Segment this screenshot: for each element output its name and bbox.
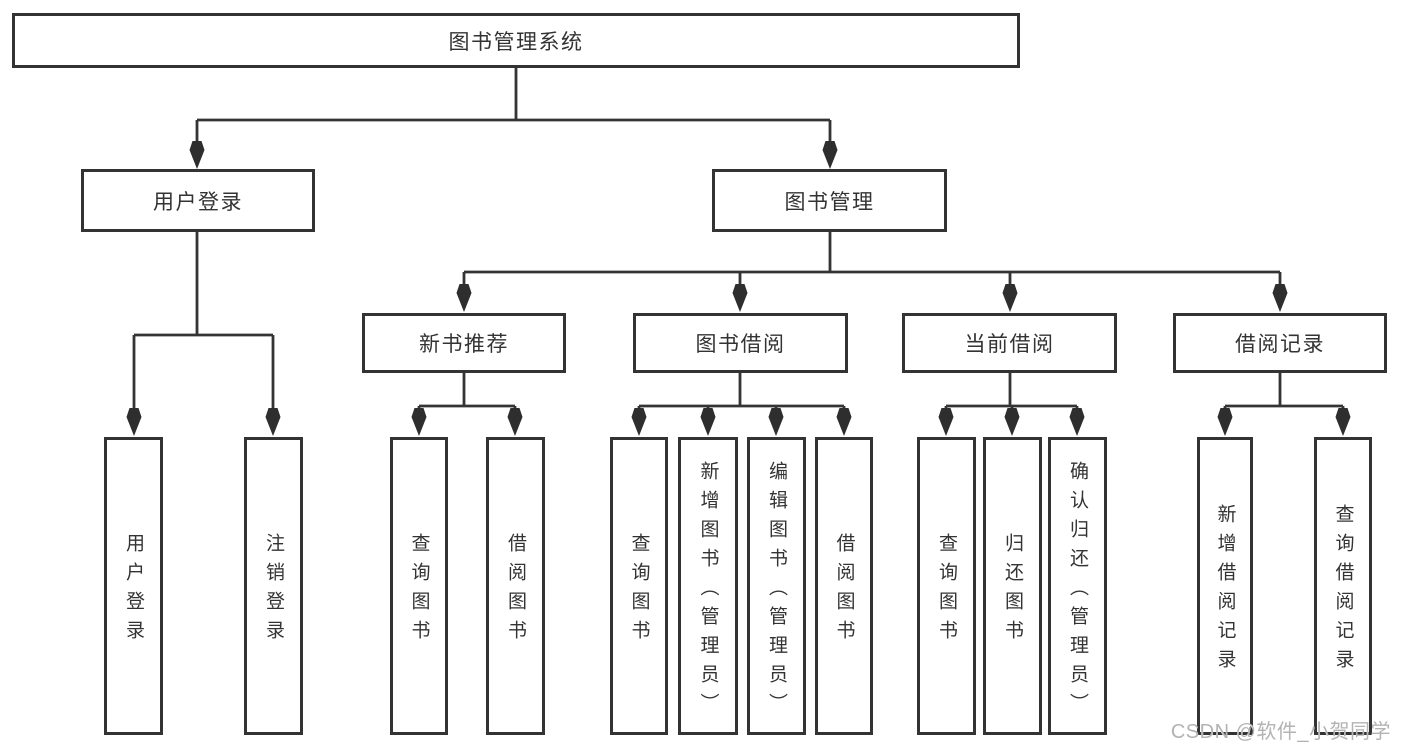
- leaf-label: 查询借阅记录: [1332, 504, 1354, 678]
- leaf-label: 编辑图书（管理员）: [766, 460, 787, 722]
- leaf-label: 归还图书: [1002, 533, 1023, 649]
- leaf-label: 借阅图书: [833, 533, 855, 649]
- leaf-query-borrow-record: 查询借阅记录: [1314, 437, 1372, 735]
- node-label: 用户登录: [153, 190, 243, 214]
- node-label: 图书管理系统: [448, 30, 584, 54]
- node-current-borrowing: 当前借阅: [902, 313, 1117, 373]
- node-new-book-recommend: 新书推荐: [362, 313, 566, 373]
- node-label: 借阅记录: [1235, 333, 1325, 356]
- leaf-add-borrow-record: 新增借阅记录: [1197, 437, 1253, 735]
- node-label: 图书借阅: [695, 333, 786, 356]
- leaf-label: 查询图书: [408, 533, 430, 649]
- node-library-management-system: 图书管理系统: [12, 13, 1020, 68]
- csdn-watermark: CSDN @软件_小贺同学: [1170, 721, 1391, 743]
- leaf-logout: 注销登录: [244, 437, 303, 735]
- leaf-confirm-return-admin: 确认归还（管理员）: [1048, 437, 1107, 735]
- leaf-label: 用户登录: [123, 533, 144, 649]
- node-user-login-branch: 用户登录: [81, 169, 315, 232]
- leaf-query-books-recommend: 查询图书: [390, 437, 448, 735]
- leaf-borrow-books-recommend: 借阅图书: [486, 437, 545, 735]
- leaf-return-books: 归还图书: [983, 437, 1042, 735]
- leaf-label: 确认归还（管理员）: [1067, 460, 1088, 722]
- leaf-borrow-books: 借阅图书: [815, 437, 873, 735]
- leaf-edit-books-admin: 编辑图书（管理员）: [747, 437, 806, 735]
- node-book-borrowing: 图书借阅: [633, 313, 848, 373]
- leaf-label: 查询图书: [936, 533, 957, 649]
- leaf-label: 新增借阅记录: [1214, 504, 1236, 678]
- node-book-management-branch: 图书管理: [712, 169, 947, 232]
- node-label: 图书管理: [784, 190, 875, 214]
- leaf-user-login: 用户登录: [104, 437, 163, 735]
- leaf-label: 新增图书（管理员）: [697, 460, 719, 722]
- leaf-query-books-current: 查询图书: [917, 437, 976, 735]
- leaf-query-books-borrowing: 查询图书: [610, 437, 668, 735]
- leaf-label: 借阅图书: [505, 533, 526, 649]
- node-borrowing-records: 借阅记录: [1173, 313, 1387, 373]
- leaf-add-books-admin: 新增图书（管理员）: [678, 437, 738, 735]
- node-label: 新书推荐: [419, 333, 509, 356]
- node-label: 当前借阅: [964, 333, 1055, 356]
- leaf-label: 查询图书: [628, 533, 650, 649]
- leaf-label: 注销登录: [263, 533, 284, 649]
